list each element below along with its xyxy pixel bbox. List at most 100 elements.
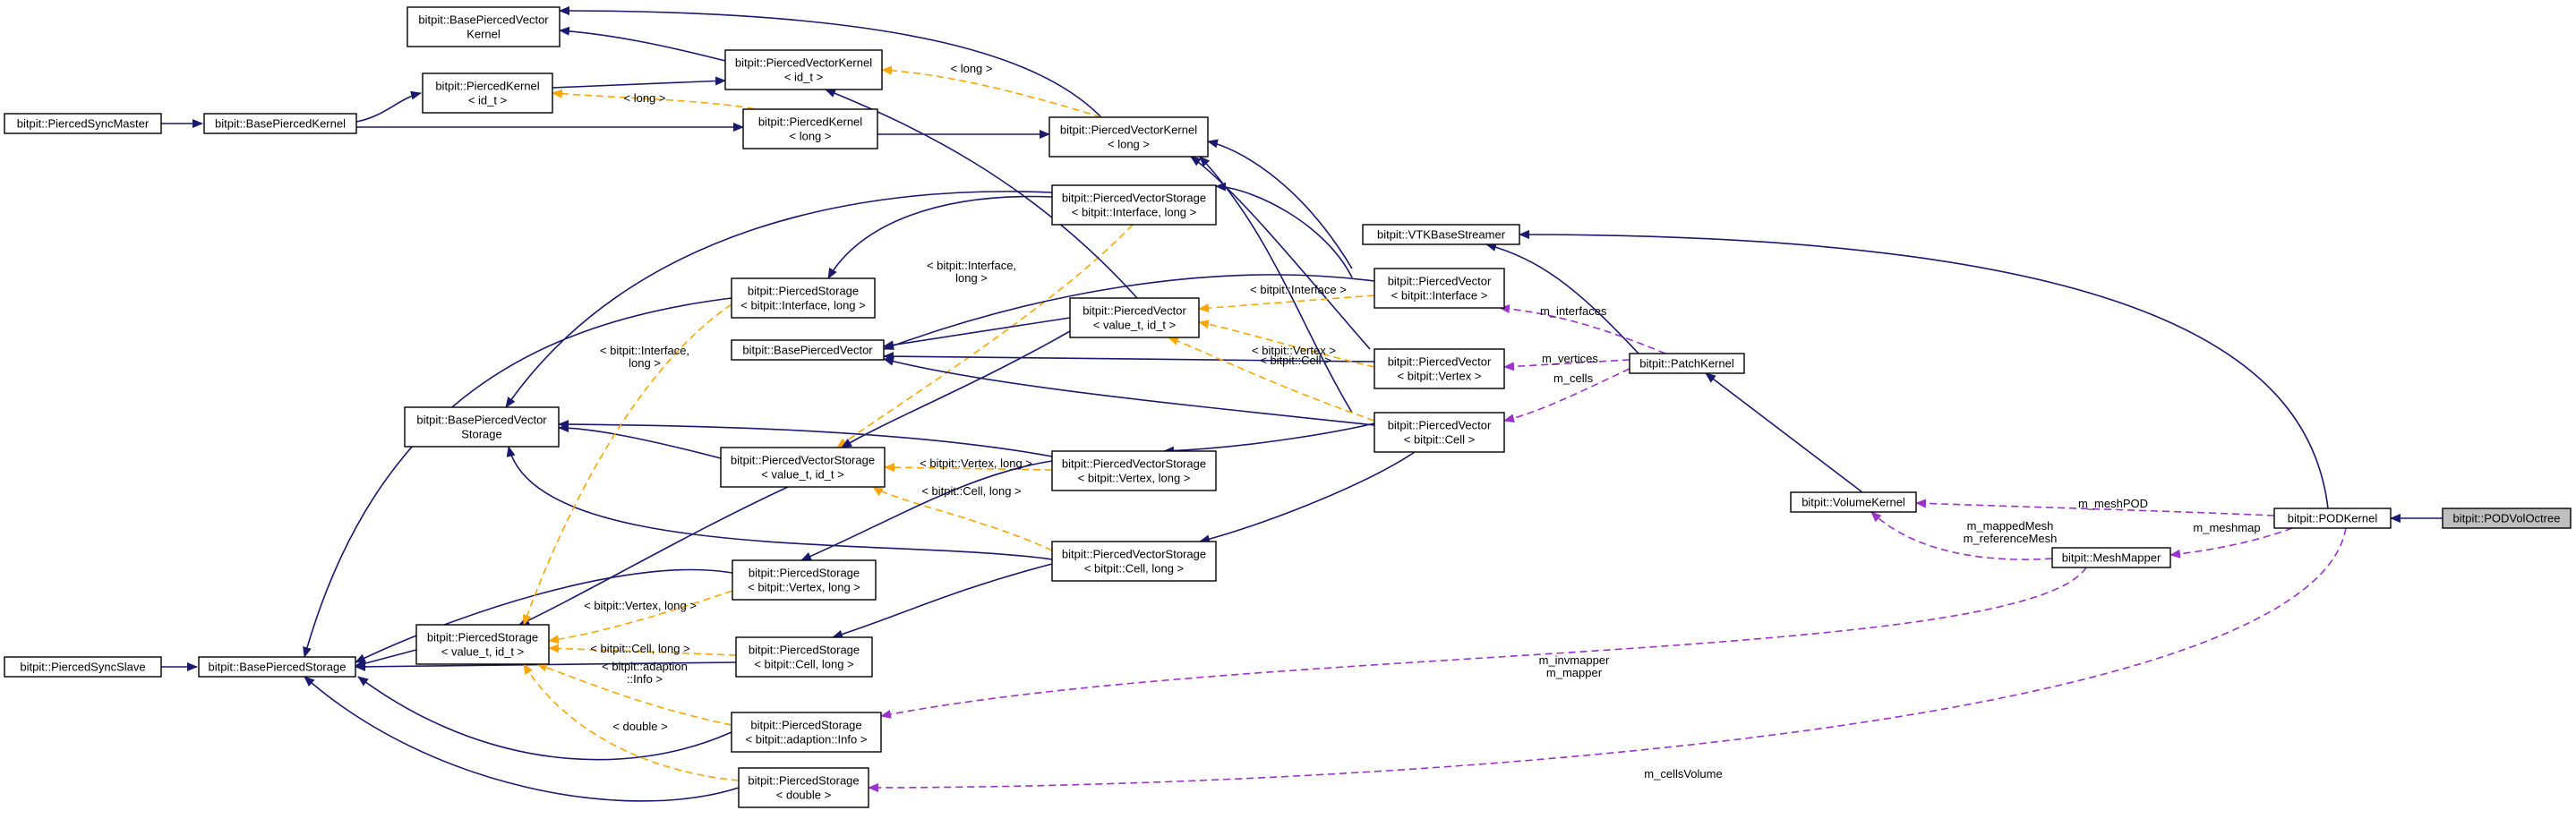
edge-label-iface-ps: < bitpit::Interface, xyxy=(600,344,689,357)
edge-pv-vert-bpv xyxy=(883,352,1375,363)
node-pv-iface[interactable]: bitpit::PiercedVector< bitpit::Interface… xyxy=(1374,268,1505,309)
edge-ps-adapt-ps-val xyxy=(536,663,732,726)
edge-pv-iface-pv-val xyxy=(1198,294,1375,313)
node-label: bitpit::BasePiercedVector xyxy=(418,13,549,27)
node-pvk-long[interactable]: bitpit::PiercedVectorKernel< long > xyxy=(1048,116,1209,158)
edge-patch-pv-cell xyxy=(1503,368,1630,423)
node-ps-double[interactable]: bitpit::PiercedStorage< double > xyxy=(738,767,869,808)
edge-pk-id-pvk-id xyxy=(552,76,726,89)
node-label: bitpit::PiercedVector xyxy=(1388,275,1492,288)
node-ps-adapt[interactable]: bitpit::PiercedStorage< bitpit::adaption… xyxy=(731,712,882,753)
node-box xyxy=(198,656,356,678)
node-pvk-id[interactable]: bitpit::PiercedVectorKernel< id_t > xyxy=(724,49,883,90)
node-mm[interactable]: bitpit::MeshMapper xyxy=(2051,547,2171,568)
edge-ps-cell-ps-val xyxy=(548,644,737,656)
edge-pvs-cell-pvs-val xyxy=(872,486,1053,551)
node-patch[interactable]: bitpit::PatchKernel xyxy=(1629,353,1745,374)
edge-ps-double-bps xyxy=(304,676,740,802)
edge-line xyxy=(1915,499,2275,516)
node-label: < value_t, id_t > xyxy=(761,468,844,482)
node-box xyxy=(1051,541,1217,582)
node-pk-id[interactable]: bitpit::PiercedKernel< id_t > xyxy=(422,73,553,114)
edge-pv-iface-bpv xyxy=(883,274,1375,350)
edge-label-m-interfaces: m_interfaces xyxy=(1540,304,1607,318)
edge-label-cell-pvs: < bitpit::Cell, long > xyxy=(921,484,1021,498)
node-ps-iface[interactable]: bitpit::PiercedStorage< bitpit::Interfac… xyxy=(731,277,876,319)
node-ps-cell[interactable]: bitpit::PiercedStorage< bitpit::Cell, lo… xyxy=(735,636,873,678)
node-pv-cell[interactable]: bitpit::PiercedVector< bitpit::Cell > xyxy=(1374,412,1505,453)
node-bpk[interactable]: bitpit::BasePiercedKernel xyxy=(203,113,357,134)
edge-pv-cell-pv-val xyxy=(1168,337,1375,422)
edge-pv-vert-pvk-long xyxy=(1190,156,1371,350)
node-vtk[interactable]: bitpit::VTKBaseStreamer xyxy=(1362,224,1520,245)
node-pvs-val[interactable]: bitpit::PiercedVectorStorage< value_t, i… xyxy=(720,447,886,488)
edge-bpk-pk-id xyxy=(355,90,422,123)
node-ps-val[interactable]: bitpit::PiercedStorage< value_t, id_t > xyxy=(415,624,550,665)
edge-label-vertex-pv: < bitpit::Vertex > xyxy=(1252,344,1336,357)
edge-line xyxy=(841,330,1071,448)
node-psm[interactable]: bitpit::PiercedSyncMaster xyxy=(4,113,162,134)
node-podk[interactable]: bitpit::PODKernel xyxy=(2273,508,2392,529)
node-pvs-iface[interactable]: bitpit::PiercedVectorStorage< bitpit::In… xyxy=(1051,184,1217,226)
node-bps[interactable]: bitpit::BasePiercedStorage xyxy=(198,656,356,678)
edge-label-m-cellsVolume: m_cellsVolume xyxy=(1644,767,1722,781)
edge-ps-iface-ps-val xyxy=(522,303,732,626)
edge-pvs-cell-bpvs xyxy=(506,446,1053,560)
node-box xyxy=(1374,412,1505,453)
node-pv-val[interactable]: bitpit::PiercedVector< value_t, id_t > xyxy=(1069,297,1200,338)
edge-line xyxy=(827,195,1053,279)
node-podvo[interactable]: bitpit::PODVolOctree xyxy=(2442,508,2572,529)
node-bpv[interactable]: bitpit::BasePiercedVector xyxy=(731,339,885,361)
node-pvs-cell[interactable]: bitpit::PiercedVectorStorage< bitpit::Ce… xyxy=(1051,541,1217,582)
edge-line xyxy=(1503,359,1630,371)
node-pss[interactable]: bitpit::PiercedSyncSlave xyxy=(4,656,162,678)
edge-line xyxy=(1198,320,1375,368)
node-ps-vert[interactable]: bitpit::PiercedStorage< bitpit::Vertex, … xyxy=(732,559,877,601)
edge-line xyxy=(552,76,726,89)
edge-ps-vert-bps xyxy=(355,568,733,663)
edge-podk-vtk xyxy=(1519,230,2329,509)
node-label: < value_t, id_t > xyxy=(441,645,525,659)
node-label: < id_t > xyxy=(468,94,507,107)
node-box xyxy=(724,49,883,90)
node-label: < bitpit::Interface > xyxy=(1391,289,1488,303)
edge-line xyxy=(303,297,732,658)
node-label: < bitpit::Cell, long > xyxy=(1084,562,1184,576)
node-box xyxy=(731,339,885,361)
node-label: bitpit::PiercedStorage xyxy=(750,719,861,732)
edge-pvk-id-bpvk xyxy=(559,26,726,62)
edge-label-iface-ps: long > xyxy=(629,356,661,370)
edge-line xyxy=(1485,243,1639,354)
edge-line xyxy=(552,89,766,112)
node-label: bitpit::PiercedVector xyxy=(1388,355,1492,369)
edge-label-cell-ps: < bitpit::Cell, long > xyxy=(590,642,689,655)
node-box xyxy=(731,277,876,319)
edge-ps-adapt-bps xyxy=(357,676,732,761)
edge-line xyxy=(1215,182,1353,278)
node-box xyxy=(4,656,162,678)
edge-pv-val-pvs-val xyxy=(841,330,1071,448)
node-box xyxy=(4,113,162,134)
edge-label-adapt-ps: < bitpit::adaption xyxy=(602,660,688,673)
edge-line xyxy=(800,460,1053,561)
node-box xyxy=(735,636,873,678)
edge-pvs-vert-bpvs xyxy=(558,420,1053,457)
node-label: bitpit::MeshMapper xyxy=(2062,551,2161,565)
edge-label-double-ps: < double > xyxy=(612,720,667,733)
node-volk[interactable]: bitpit::VolumeKernel xyxy=(1790,491,1917,513)
node-pk-long[interactable]: bitpit::PiercedKernel< long > xyxy=(742,108,878,149)
node-box xyxy=(1790,491,1917,513)
node-box xyxy=(2442,508,2572,529)
node-pv-vert[interactable]: bitpit::PiercedVector< bitpit::Vertex > xyxy=(1374,348,1505,389)
node-pvs-vert[interactable]: bitpit::PiercedVectorStorage< bitpit::Ve… xyxy=(1051,450,1217,491)
edge-patch-vtk xyxy=(1485,243,1639,354)
edge-mm-volk xyxy=(1870,511,2053,560)
edge-line xyxy=(1499,304,1666,354)
node-box xyxy=(407,6,561,47)
edge-podk-volk xyxy=(1915,499,2275,516)
node-label: < bitpit::Interface, long > xyxy=(1072,206,1196,219)
node-box xyxy=(720,447,886,488)
